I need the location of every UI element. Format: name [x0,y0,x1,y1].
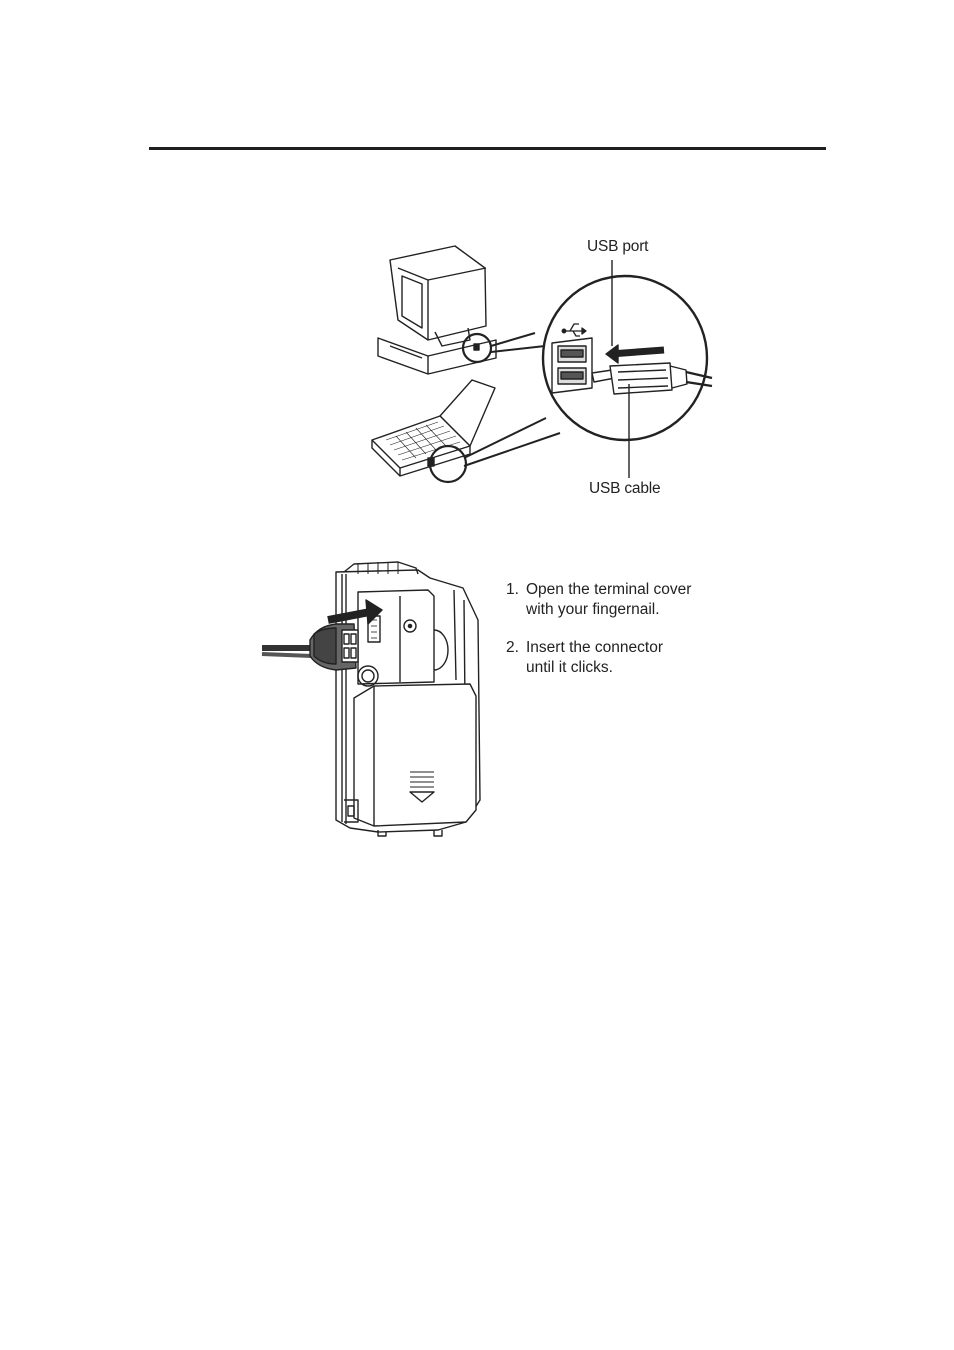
usb-cable-label: USB cable [589,480,660,498]
camera-body [336,562,480,836]
header-rule [149,147,826,150]
usb-port-label: USB port [587,238,648,256]
usb-cable [262,624,358,670]
list-item: 2. Insert the connector until it clicks. [506,638,746,678]
step-text-line: until it clicks. [526,659,613,676]
connection-steps: 1. Open the terminal cover with your fin… [506,580,746,696]
list-item: 1. Open the terminal cover with your fin… [506,580,746,620]
step-text-line: Insert the connector [526,639,663,656]
usb-connection-illustration [360,228,720,508]
usb-port-block [552,338,592,393]
desktop-monitor [390,246,486,346]
step-number: 2. [506,638,526,678]
step-text-line: with your fingernail. [526,601,660,618]
camera-connector-illustration [258,560,494,840]
step-number: 1. [506,580,526,620]
step-text-line: Open the terminal cover [526,581,691,598]
